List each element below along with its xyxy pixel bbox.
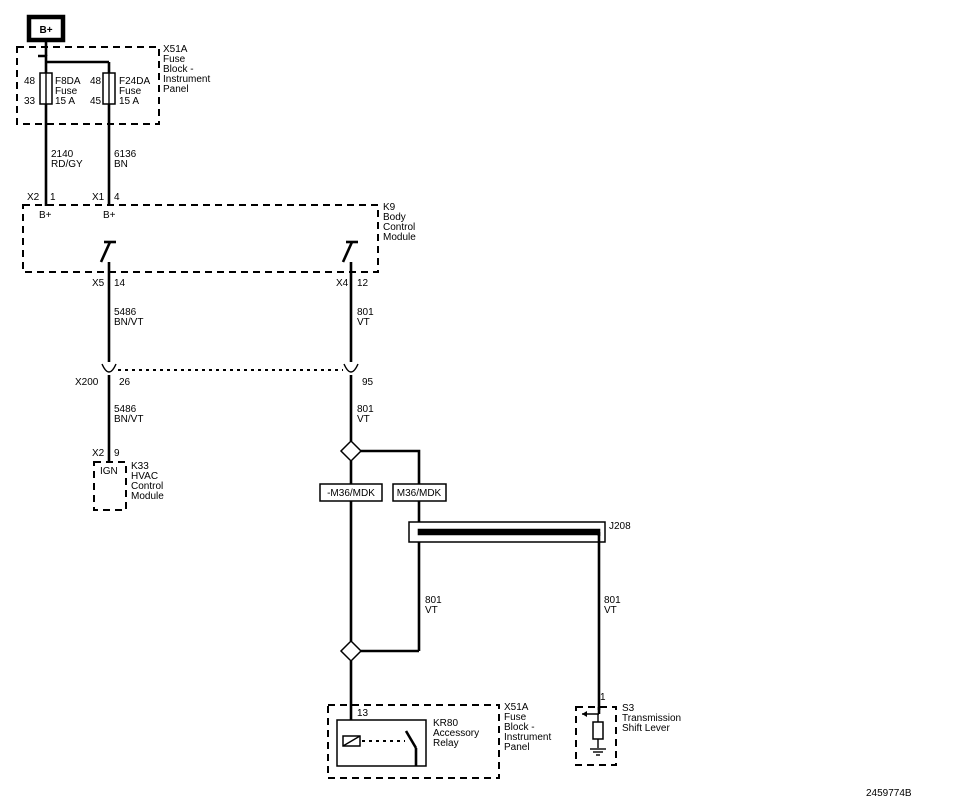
option-m36-mdk: M36/MDK	[392, 483, 447, 502]
svg-text:4: 4	[114, 192, 120, 203]
svg-text:45: 45	[90, 96, 102, 107]
bcm-switch-left	[99, 240, 116, 272]
svg-text:1: 1	[50, 192, 56, 203]
transmission-shift-lever: 1 S3 Transmission Shift Lever	[575, 692, 684, 766]
svg-text:B+: B+	[39, 210, 52, 221]
wire-label-2140: 2140 RD/GY	[51, 149, 83, 170]
svg-text:X200: X200	[75, 377, 99, 388]
fuse-f8da-label: F8DA Fuse 15 A	[55, 76, 83, 107]
wire-label-6136: 6136 BN	[114, 149, 139, 170]
shift-lever-label: S3 Transmission Shift Lever	[622, 703, 684, 734]
svg-text:13: 13	[357, 708, 369, 719]
wire-label-801-left-branch: 801 VT	[425, 595, 444, 616]
bcm-switch-right	[341, 240, 358, 272]
svg-text:J208: J208	[609, 521, 631, 532]
splice-lower	[339, 639, 363, 663]
fuse-f24da: 48 45 F24DA Fuse 15 A	[90, 72, 152, 107]
option-minus-m36-mdk: -M36/MDK	[319, 483, 383, 502]
bcm-label: K9 Body Control Module	[383, 202, 418, 243]
wire-label-801-right-branch: 801 VT	[604, 595, 623, 616]
fuse-block-relay: 13 KR80 Accessory Relay X51A Fuse Block …	[327, 702, 554, 779]
splice-pack-j208: J208	[408, 521, 631, 543]
svg-text:1: 1	[600, 692, 606, 703]
fuse-block-top-label: X51A Fuse Block - Instrument Panel	[163, 44, 213, 95]
relay-coil	[342, 735, 361, 747]
power-label: B+	[39, 25, 52, 36]
svg-text:48: 48	[90, 76, 102, 87]
wire-label-5486-upper: 5486 BN/VT	[114, 307, 143, 328]
fuse-block-top: X51A Fuse Block - Instrument Panel 48 33…	[16, 44, 213, 125]
power-source-b-plus: B+	[26, 14, 66, 56]
splice-upper	[339, 439, 363, 463]
svg-text:X2: X2	[92, 448, 105, 459]
body-control-module: X2 1 X1 4 B+ B+ K9 Body Control Module X…	[22, 192, 418, 289]
relay-contact	[404, 730, 418, 766]
svg-text:95: 95	[362, 377, 374, 388]
hvac-label: K33 HVAC Control Module	[131, 461, 166, 502]
wire-label-801-mid: 801 VT	[357, 404, 376, 425]
hvac-control-module: X2 9 IGN K33 HVAC Control Module	[92, 448, 166, 511]
svg-text:33: 33	[24, 96, 36, 107]
svg-text:X2: X2	[27, 192, 40, 203]
wire-label-5486-lower: 5486 BN/VT	[114, 404, 143, 425]
wire-label-801-upper: 801 VT	[357, 307, 376, 328]
svg-text:X1: X1	[92, 192, 105, 203]
svg-text:X4: X4	[336, 278, 349, 289]
svg-text:M36/MDK: M36/MDK	[397, 488, 442, 499]
fuse-f8da: 48 33 F8DA Fuse 15 A	[24, 72, 83, 107]
figure-id: 2459774B	[866, 788, 912, 799]
ground-icon	[590, 748, 606, 756]
svg-text:14: 14	[114, 278, 126, 289]
svg-text:9: 9	[114, 448, 120, 459]
svg-text:X5: X5	[92, 278, 105, 289]
fuse-f24da-label: F24DA Fuse 15 A	[119, 76, 152, 107]
fuse-block-relay-label: X51A Fuse Block - Instrument Panel	[504, 702, 554, 753]
svg-text:IGN: IGN	[100, 466, 118, 477]
svg-text:B+: B+	[103, 210, 116, 221]
svg-text:12: 12	[357, 278, 369, 289]
inline-connector-x200: X200 26 95	[75, 363, 374, 388]
svg-text:48: 48	[24, 76, 36, 87]
relay-label: KR80 Accessory Relay	[433, 718, 482, 749]
svg-text:26: 26	[119, 377, 131, 388]
svg-text:-M36/MDK: -M36/MDK	[327, 488, 375, 499]
